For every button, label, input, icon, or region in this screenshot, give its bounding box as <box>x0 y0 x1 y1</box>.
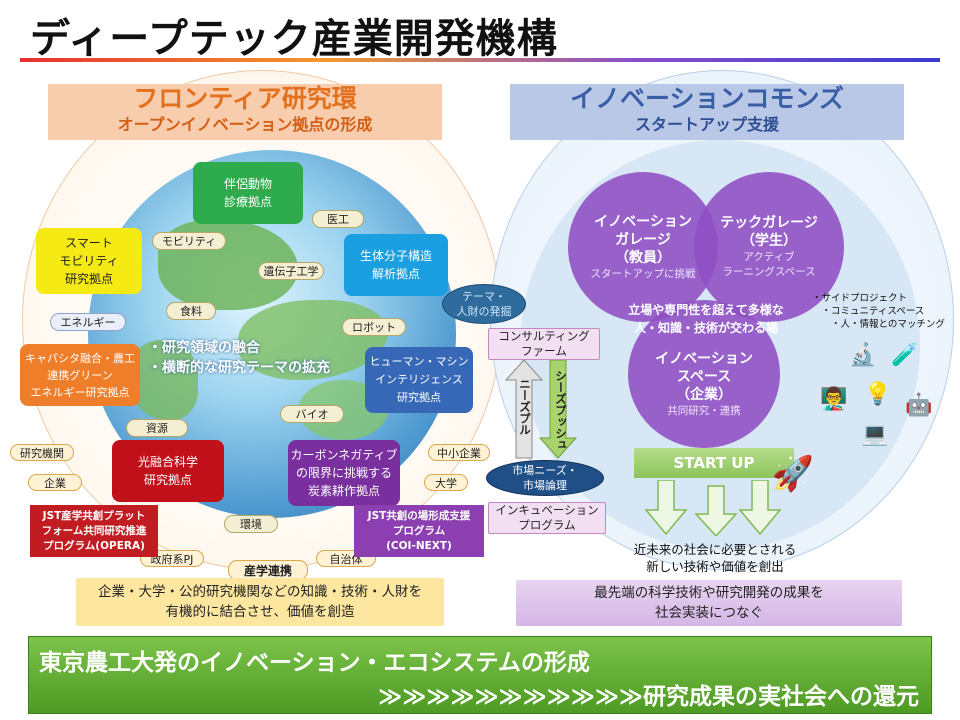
microscope-icon: 🔬 <box>849 342 877 368</box>
needs-seeds-arrows <box>504 360 578 459</box>
hub-human-machine: ヒューマン・マシン インテリジェンス 研究拠点 <box>365 347 473 413</box>
down-arrow-2 <box>694 485 738 536</box>
partner-university: 大学 <box>424 474 468 491</box>
theme-discovery: テーマ・ 人財の発掘 <box>442 284 526 324</box>
hub-capacitor-energy: キャパシタ融合・農工 連携グリーン エネルギー研究拠点 <box>20 344 140 406</box>
page-title: ディープテック産業開発機構 <box>30 16 558 62</box>
left-summary: 企業・大学・公的研究機関などの知識・技術・人財を 有機的に結合させ、価値を創造 <box>76 578 444 626</box>
tag-robot: ロボット <box>342 318 406 336</box>
garage-title: イノベーション ガレージ （教員） <box>594 213 692 266</box>
consulting-firm: コンサルティング ファーム <box>488 328 600 360</box>
hub-carbon-farming: カーボンネガティブ の限界に挑戦する 炭素耕作拠点 <box>288 440 400 506</box>
center-theme-line-1: ・研究領域の融合 <box>148 340 260 356</box>
left-header-title: フロンティア研究環 <box>133 84 357 113</box>
future-value-text: 近未来の社会に必要とされる 新しい技術や価値を創出 <box>633 542 797 574</box>
rocket-icon: 🚀 <box>771 454 815 494</box>
laptop-globe-icon: 💻 <box>861 421 889 447</box>
market-logic: 市場ニーズ・ 市場論理 <box>486 460 604 496</box>
tag-mobility: モビリティ <box>152 232 226 250</box>
left-header: フロンティア研究環 オープンイノベーション拠点の形成 <box>48 84 442 140</box>
left-header-subtitle: オープンイノベーション拠点の形成 <box>117 115 373 134</box>
startup-arrows <box>644 480 782 536</box>
incubation-program: インキュベーション プログラム <box>488 502 606 534</box>
partner-sme: 中小企業 <box>428 444 490 461</box>
startup-banner: START UP <box>634 448 794 478</box>
tag-food: 食料 <box>166 302 216 320</box>
hub-photon-science: 光融合科学 研究拠点 <box>112 440 224 502</box>
garage-subtitle: スタートアップに挑戦 <box>590 267 696 280</box>
seeds-push-arrow <box>538 360 578 459</box>
venn-innovation-garage: イノベーション ガレージ （教員） スタートアップに挑戦 <box>568 172 718 322</box>
partner-research-institute: 研究機関 <box>10 444 74 461</box>
footer-banner: 東京農工大発のイノベーション・エコシステムの形成 ≫≫≫≫≫≫≫≫≫≫≫研究成果… <box>28 636 932 714</box>
right-header-subtitle: スタートアップ支援 <box>634 115 779 134</box>
needs-pull-arrow <box>504 360 544 459</box>
footer-line-2: ≫≫≫≫≫≫≫≫≫≫≫研究成果の実社会への還元 <box>378 684 919 710</box>
side-note: ・サイドプロジェクト ・コミュニティスペース ・人・情報とのマッチング <box>812 293 945 330</box>
partner-company: 企業 <box>28 474 82 491</box>
tag-environment: 環境 <box>224 515 278 533</box>
right-header-title: イノベーションコモンズ <box>569 84 844 113</box>
lightbulb-icon: 💡 <box>864 381 892 407</box>
title-underline <box>20 58 940 62</box>
tech-garage-title: テックガレージ （学生） <box>720 215 818 249</box>
program-coi-next: JST共創の場形成支援 プログラム (COI-NEXT) <box>354 505 484 557</box>
test-tubes-icon: 🧪 <box>891 342 919 368</box>
right-header: イノベーションコモンズ スタートアップ支援 <box>510 84 904 140</box>
venn-overlap-text: 立場や専門性を超えて多様な 人・知識・技術が交わる場 <box>628 303 784 335</box>
tag-genetic-engineering: 遺伝子工学 <box>258 262 324 280</box>
tech-garage-subtitle: アクティブ ラーニングスペース <box>722 251 816 278</box>
down-arrow-1 <box>644 480 688 536</box>
tag-energy: エネルギー <box>50 313 126 331</box>
center-theme-line-2: ・横断的な研究テーマの拡充 <box>148 360 330 376</box>
needs-pull-label: ニーズプル <box>518 378 532 436</box>
robot-icon: 🤖 <box>905 392 933 418</box>
center-theme: ・研究領域の融合 ・横断的な研究テーマの拡充 <box>148 338 368 378</box>
hub-pet-clinic: 伴侶動物 診療拠点 <box>193 162 303 224</box>
hub-smart-mobility: スマート モビリティ 研究拠点 <box>36 228 142 294</box>
seeds-push-label: シーズプッシュ <box>554 370 568 451</box>
presenter-icon: 👨‍🏫 <box>820 386 848 412</box>
partner-industry-academia: 産学連携 <box>228 560 308 580</box>
venn-tech-garage: テックガレージ （学生） アクティブ ラーニングスペース <box>694 172 844 322</box>
footer-line-1: 東京農工大発のイノベーション・エコシステムの形成 <box>39 650 590 676</box>
space-title: イノベーション スペース （企業） <box>655 350 753 403</box>
tag-bio: バイオ <box>280 405 344 423</box>
space-subtitle: 共同研究・連携 <box>667 404 741 417</box>
venn-innovation-space: イノベーション スペース （企業） 共同研究・連携 <box>628 300 780 448</box>
program-opera: JST産学共創プラット フォーム共同研究推進 プログラム(OPERA) <box>30 505 158 557</box>
partner-government-project: 政府系PJ <box>140 550 204 567</box>
tag-medical-engineering: 医工 <box>312 210 364 228</box>
tag-resources: 資源 <box>126 419 188 437</box>
down-arrow-3 <box>738 480 782 536</box>
hub-biomolecule: 生体分子構造 解析拠点 <box>344 234 448 296</box>
right-summary: 最先端の科学技術や研究開発の成果を 社会実装につなぐ <box>516 580 902 626</box>
